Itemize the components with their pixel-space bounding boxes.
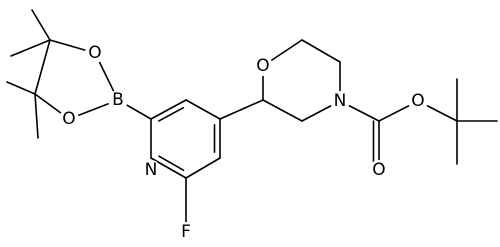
bond-cq1-me2	[10, 39, 51, 57]
boron-text: B	[112, 90, 124, 110]
bond-py3-py4	[185, 99, 221, 120]
atom-label-pinacol-o-lower: O	[59, 109, 79, 129]
bond-layer	[6, 9, 498, 226]
carbonyl-o-text: O	[372, 160, 385, 180]
fluorine-text: F	[181, 222, 191, 242]
atom-label-carbonyl-o: O	[369, 160, 389, 180]
pyridine-n-text: N	[145, 160, 158, 180]
bond-py5-py6	[185, 157, 221, 179]
morpholine-n-text: N	[334, 91, 347, 111]
ester-o-text: O	[411, 91, 424, 111]
bond-cq2-me3	[6, 81, 36, 95]
bond-py6-n1-second	[158, 155, 185, 172]
bond-cq2-me4	[34, 93, 39, 139]
bond-py2-py3	[150, 99, 187, 120]
pinacol-o-lower-text: O	[62, 109, 75, 129]
atom-label-pinacol-o-upper: O	[85, 43, 105, 63]
bond-py6-n1	[150, 157, 187, 179]
atom-label-pyridine-n: N	[141, 160, 161, 180]
bond-cq1-cq2	[34, 39, 51, 95]
atom-label-ester-o: O	[408, 91, 428, 111]
bond-py4-m2	[219, 99, 264, 120]
bond-m6-m5	[301, 39, 341, 63]
atom-label-morpholine-n: N	[330, 91, 350, 111]
atom-label-fluorine: F	[176, 222, 196, 242]
atom-label-boron: B	[108, 90, 128, 110]
atom-label-morpholine-o: O	[253, 56, 273, 76]
pinacol-o-upper-text: O	[88, 43, 101, 63]
bond-cq1-me1	[31, 9, 51, 41]
morpholine-o-text: O	[256, 56, 269, 76]
atom-label-layer: O O B N F O N O	[59, 43, 428, 242]
bond-m3-m2	[262, 99, 303, 122]
bond-py2-py3-second	[158, 106, 185, 122]
